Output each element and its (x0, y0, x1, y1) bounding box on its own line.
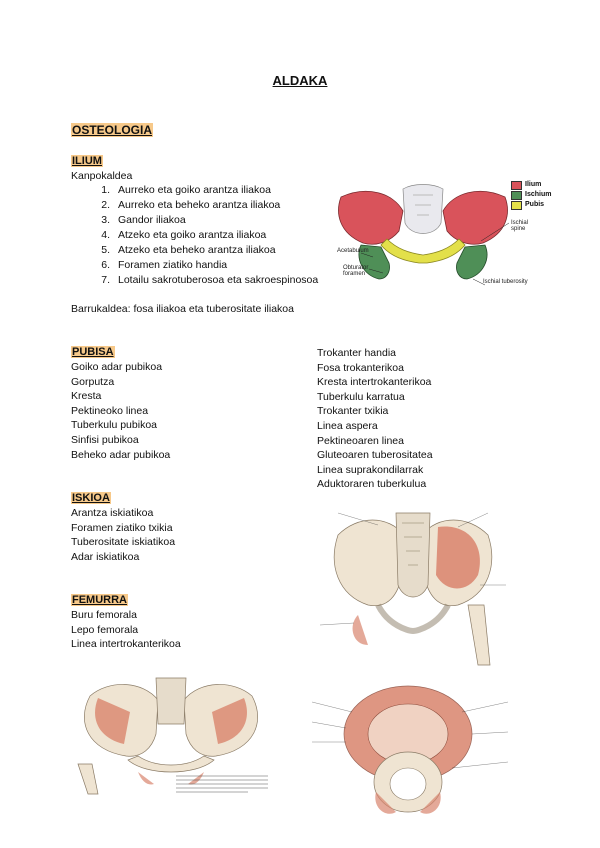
list-item: 4.Atzeko eta goiko arantza iliakoa (101, 229, 267, 241)
list-item: 1.Aurreko eta goiko arantza iliakoa (101, 184, 271, 196)
femur-continuation-list: Trokanter handia Fosa trokanterikoa Kres… (317, 346, 433, 492)
list-item: 2.Aurreko eta beheko arantza iliakoa (101, 199, 281, 211)
list-item: Linea aspera (317, 419, 378, 432)
heading-femurra: FEMURRA (71, 594, 128, 606)
list-item: Trokanter handia (317, 347, 396, 359)
legend-item: Ischium (511, 190, 551, 200)
list-item: Lepo femorala (71, 623, 139, 636)
list-item: Adar iskiatikoa (71, 550, 140, 563)
pelvis-illustration (338, 184, 510, 286)
section-heading-osteologia: OSTEOLOGIA (71, 123, 154, 137)
list-item: Gorputza (71, 375, 115, 388)
pubisa-list: Goiko adar pubikoa Gorputza Kresta Pekti… (71, 360, 170, 462)
swatch-icon (511, 200, 522, 210)
kanpokaldea-label: Kanpokaldea (71, 170, 133, 182)
list-item: Tuberkulu karratua (317, 390, 405, 403)
pelvis-anterior-figure (68, 672, 273, 798)
legend-item: Pubis (511, 200, 551, 210)
pelvis-posterior-illustration (319, 512, 506, 666)
list-item: 7.Lotailu sakrotuberosoa eta sakroespino… (101, 274, 319, 286)
pelvis-muscle-attachments-figure (318, 505, 508, 670)
iskioa-list: Arantza iskiatikoa Foramen ziatiko txiki… (71, 506, 175, 564)
list-item: Tuberositate iskiatikoa (71, 536, 176, 549)
swatch-icon (511, 190, 522, 200)
list-item: 3.Gandor iliakoa (101, 214, 186, 226)
list-item: Trokanter txikia (317, 405, 389, 418)
pelvis-bones-figure: Ilium Ischium Pubis Ischial spine Acetab… (333, 175, 551, 293)
list-item: Kresta (71, 390, 102, 403)
label-obturator-foramen: Obturator foramen (343, 265, 369, 277)
heading-iskioa: ISKIOA (71, 492, 111, 504)
list-item: 5.Atzeko eta beheko arantza iliakoa (101, 244, 276, 256)
barrukaldea-text: Barrukaldea: fosa iliakoa eta tuberosita… (71, 303, 294, 315)
list-item: Tuberkulu pubikoa (71, 419, 157, 432)
pelvis-inferior-figure (311, 672, 509, 834)
list-item: Goiko adar pubikoa (71, 361, 163, 373)
pelvis-legend: Ilium Ischium Pubis (511, 180, 551, 210)
pelvis-anterior-illustration (77, 677, 268, 795)
list-item: Foramen ziatiko txikia (71, 521, 173, 534)
list-item: Gluteoaren tuberositatea (317, 449, 433, 462)
label-ischial-tuberosity: Ischial tuberosity (483, 279, 528, 285)
pelvis-inferior-illustration (311, 685, 509, 814)
list-item: Pektineoko linea (71, 404, 149, 417)
heading-ilium: ILIUM (71, 155, 103, 167)
heading-pubisa: PUBISA (71, 346, 115, 358)
swatch-icon (511, 180, 522, 190)
list-item: Sinfisi pubikoa (71, 433, 139, 446)
list-item: Linea suprakondilarrak (317, 463, 424, 476)
list-item: Pektineoaren linea (317, 434, 404, 447)
list-item: Linea intertrokanterikoa (71, 638, 181, 651)
list-item: Fosa trokanterikoa (317, 361, 404, 374)
list-item: Buru femorala (71, 609, 137, 621)
label-acetabulum: Acetabulum (337, 248, 369, 254)
list-item: Arantza iskiatikoa (71, 507, 154, 519)
femurra-list: Buru femorala Lepo femorala Linea intert… (71, 608, 181, 652)
page-title: ALDAKA (272, 73, 328, 88)
list-item: Beheko adar pubikoa (71, 448, 171, 461)
label-ischial-spine: Ischial spine (511, 220, 529, 232)
list-item: 6.Foramen ziatiko handia (101, 259, 228, 271)
ilium-list: 1.Aurreko eta goiko arantza iliakoa 2.Au… (80, 183, 318, 288)
list-item: Kresta intertrokanterikoa (317, 376, 432, 389)
list-item: Aduktoraren tuberkulua (317, 478, 427, 491)
legend-item: Ilium (511, 180, 551, 190)
